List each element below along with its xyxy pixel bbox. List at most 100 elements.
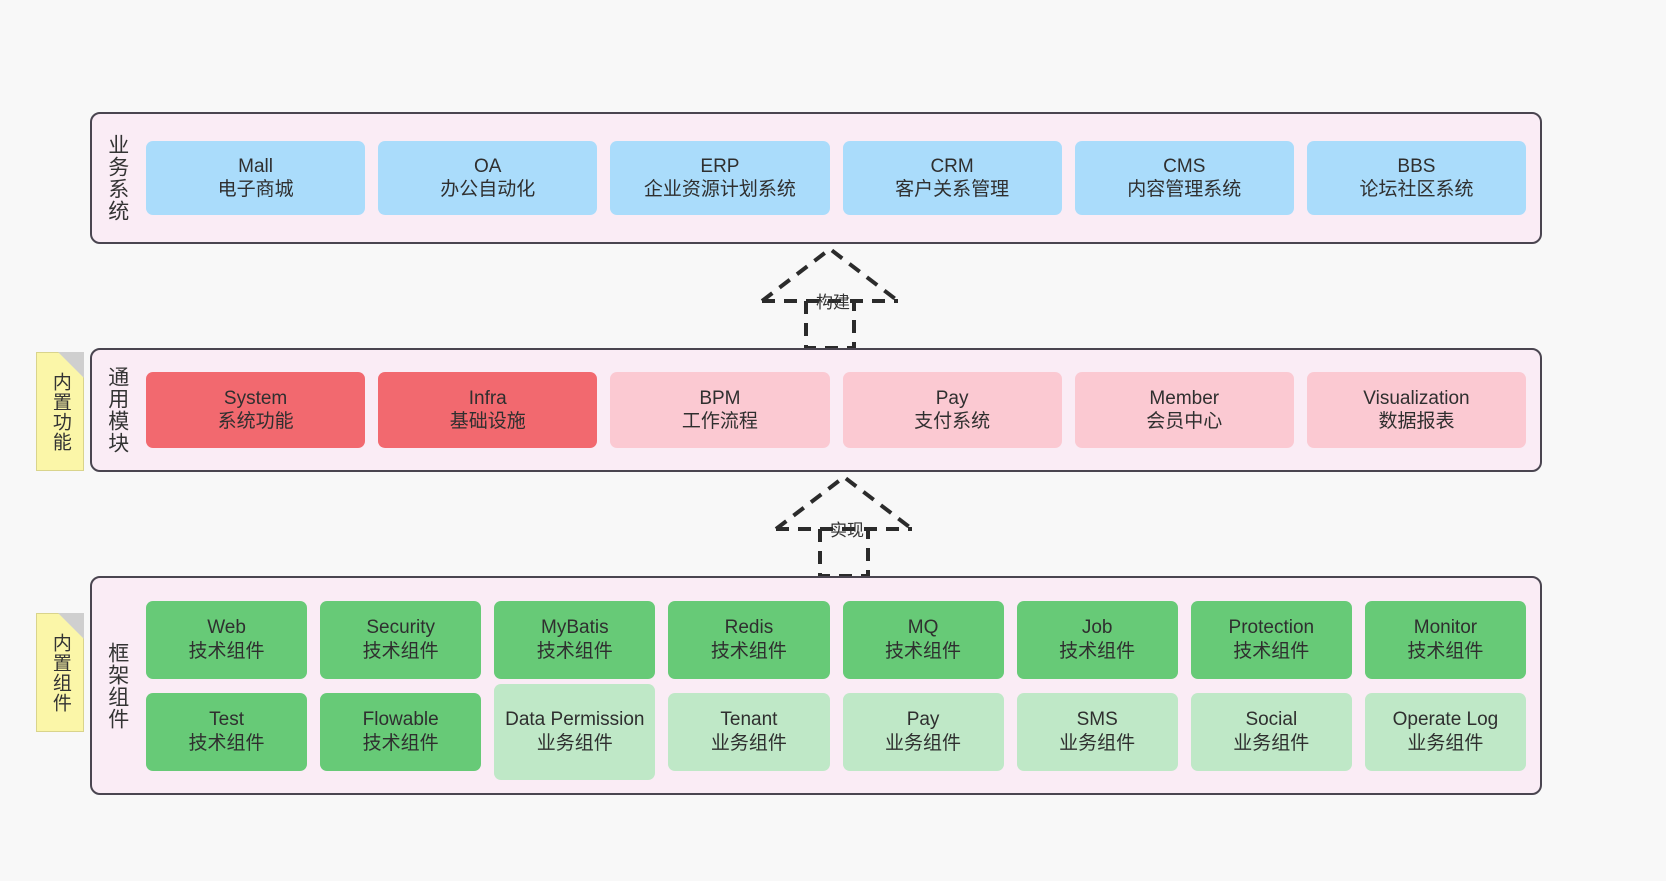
node-web-subtitle: 技术组件 (188, 640, 265, 662)
framework-tech-row: Web 技术组件 Security 技术组件 MyBatis 技术组件 Redi… (146, 600, 1526, 679)
layer-business-systems: 业务系统 Mall 电子商城 OA 办公自动化 ERP 企业资源计划系统 CRM… (90, 112, 1542, 244)
node-job-subtitle: 技术组件 (1059, 640, 1136, 662)
node-bbs[interactable]: BBS 论坛社区系统 (1306, 141, 1527, 215)
node-test[interactable]: Test 技术组件 (146, 692, 308, 771)
dashed-hollow-arrow-up-icon (760, 246, 900, 350)
node-infra-subtitle: 基础设施 (449, 411, 526, 432)
node-data-permission[interactable]: Data Permission 业务组件 (494, 683, 656, 780)
node-cms[interactable]: CMS 内容管理系统 (1074, 141, 1294, 215)
node-mq-title: MQ (907, 617, 939, 639)
layer-body-framework-components: Web 技术组件 Security 技术组件 MyBatis 技术组件 Redi… (142, 578, 1540, 793)
node-erp-subtitle: 企业资源计划系统 (643, 179, 796, 200)
layer-common-modules: 通用模块 System 系统功能 Infra 基础设施 BPM 工作流程 Pay… (90, 348, 1542, 472)
connector-build-label: 构建 (816, 293, 850, 312)
node-tenant-title: Tenant (720, 709, 778, 731)
node-redis[interactable]: Redis 技术组件 (668, 600, 830, 679)
sticky-note-builtin-features: 内置功能 (36, 352, 84, 471)
layer-title-business-systems: 业务系统 (105, 134, 129, 222)
node-pay-component[interactable]: Pay 业务组件 (842, 692, 1004, 771)
node-tenant[interactable]: Tenant 业务组件 (668, 692, 830, 771)
node-sms-subtitle: 业务组件 (1059, 732, 1136, 754)
node-mybatis-subtitle: 技术组件 (536, 640, 613, 662)
node-member-subtitle: 会员中心 (1146, 411, 1223, 432)
node-monitor-title: Monitor (1413, 617, 1478, 639)
node-sms[interactable]: SMS 业务组件 (1016, 692, 1178, 771)
node-bpm[interactable]: BPM 工作流程 (610, 372, 830, 448)
node-oa-title: OA (474, 155, 502, 177)
node-system-subtitle: 系统功能 (217, 411, 294, 432)
node-flowable[interactable]: Flowable 技术组件 (320, 692, 482, 771)
node-mq[interactable]: MQ 技术组件 (842, 600, 1004, 679)
node-social-title: Social (1245, 709, 1298, 731)
business-systems-row: Mall 电子商城 OA 办公自动化 ERP 企业资源计划系统 CRM 客户关系… (146, 141, 1527, 215)
node-visualization-subtitle: 数据报表 (1378, 411, 1455, 432)
node-protection-title: Protection (1228, 617, 1315, 639)
layer-body-common-modules: System 系统功能 Infra 基础设施 BPM 工作流程 Pay 支付系统… (142, 350, 1540, 470)
node-mall-subtitle: 电子商城 (217, 179, 294, 200)
node-protection-subtitle: 技术组件 (1233, 640, 1310, 662)
connector-implement-label: 实现 (830, 521, 864, 540)
node-crm-title: CRM (930, 155, 974, 177)
node-monitor-subtitle: 技术组件 (1407, 640, 1484, 662)
node-test-title: Test (209, 709, 244, 731)
node-protection[interactable]: Protection 技术组件 (1190, 600, 1352, 679)
connector-implement: 实现 (758, 472, 958, 578)
node-pay-component-title: Pay (906, 709, 940, 731)
layer-title-framework-components: 框架组件 (105, 641, 129, 730)
node-mybatis-title: MyBatis (541, 617, 609, 639)
node-data-permission-title: Data Permission (505, 709, 645, 731)
node-pay-module-title: Pay (935, 387, 969, 409)
node-infra-title: Infra (468, 387, 507, 409)
node-web[interactable]: Web 技术组件 (146, 600, 308, 679)
sticky-note-builtin-components-label: 内置组件 (49, 632, 71, 713)
node-mall-title: Mall (238, 155, 273, 177)
node-visualization[interactable]: Visualization 数据报表 (1306, 372, 1527, 448)
node-flowable-title: Flowable (362, 709, 439, 731)
node-mybatis[interactable]: MyBatis 技术组件 (494, 600, 656, 679)
node-bbs-title: BBS (1397, 155, 1436, 177)
node-job[interactable]: Job 技术组件 (1016, 600, 1178, 679)
node-oa[interactable]: OA 办公自动化 (378, 141, 598, 215)
node-bbs-subtitle: 论坛社区系统 (1359, 179, 1474, 200)
node-cms-subtitle: 内容管理系统 (1127, 179, 1242, 200)
node-bpm-title: BPM (699, 387, 741, 409)
node-tenant-subtitle: 业务组件 (710, 732, 787, 754)
node-operate-log[interactable]: Operate Log 业务组件 (1364, 692, 1526, 771)
node-test-subtitle: 技术组件 (188, 732, 265, 754)
node-redis-title: Redis (724, 617, 774, 639)
node-infra[interactable]: Infra 基础设施 (378, 372, 598, 448)
node-erp-title: ERP (700, 155, 740, 177)
node-pay-module-subtitle: 支付系统 (914, 411, 991, 432)
node-oa-subtitle: 办公自动化 (440, 179, 536, 200)
layer-framework-components: 框架组件 Web 技术组件 Security 技术组件 MyBatis 技术组件… (90, 576, 1542, 795)
node-visualization-title: Visualization (1363, 387, 1470, 409)
common-modules-row: System 系统功能 Infra 基础设施 BPM 工作流程 Pay 支付系统… (146, 372, 1527, 448)
node-system[interactable]: System 系统功能 (146, 372, 366, 448)
dashed-hollow-arrow-up-icon (774, 474, 914, 578)
node-sms-title: SMS (1076, 709, 1118, 731)
node-erp[interactable]: ERP 企业资源计划系统 (610, 141, 830, 215)
layer-title-common-modules: 通用模块 (105, 366, 129, 454)
node-monitor[interactable]: Monitor 技术组件 (1364, 600, 1526, 679)
node-security[interactable]: Security 技术组件 (320, 600, 482, 679)
node-cms-title: CMS (1163, 155, 1206, 177)
node-member[interactable]: Member 会员中心 (1074, 372, 1294, 448)
node-security-title: Security (366, 617, 435, 639)
node-redis-subtitle: 技术组件 (710, 640, 787, 662)
node-mall[interactable]: Mall 电子商城 (146, 141, 366, 215)
node-crm[interactable]: CRM 客户关系管理 (842, 141, 1062, 215)
node-mq-subtitle: 技术组件 (885, 640, 962, 662)
node-member-title: Member (1149, 387, 1220, 409)
node-operate-log-subtitle: 业务组件 (1407, 732, 1484, 754)
node-operate-log-title: Operate Log (1392, 709, 1499, 731)
connector-build: 构建 (744, 244, 944, 350)
node-social[interactable]: Social 业务组件 (1190, 692, 1352, 771)
node-job-title: Job (1081, 617, 1113, 639)
node-web-title: Web (207, 617, 246, 639)
sticky-note-builtin-features-label: 内置功能 (49, 371, 71, 452)
node-security-subtitle: 技术组件 (362, 640, 439, 662)
sticky-note-builtin-components: 内置组件 (36, 613, 84, 732)
node-pay-module[interactable]: Pay 支付系统 (842, 372, 1062, 448)
node-social-subtitle: 业务组件 (1233, 732, 1310, 754)
